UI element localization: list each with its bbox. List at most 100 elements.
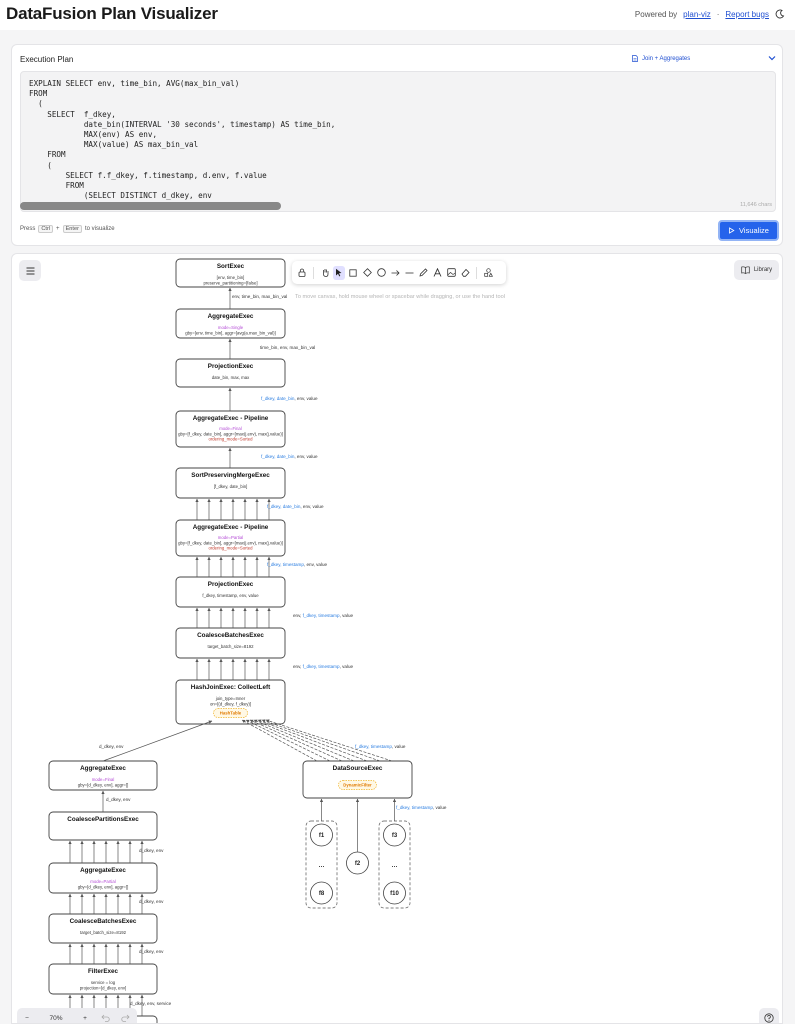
undo-icon[interactable] bbox=[95, 1014, 115, 1022]
edge-label: f_dkey, date_bin, env, value bbox=[261, 396, 318, 401]
preset-selector[interactable]: Join + Aggregates bbox=[632, 55, 690, 62]
edge-label: f_dkey, timestamp, value bbox=[355, 744, 406, 749]
main-menu-button[interactable] bbox=[19, 260, 41, 281]
horizontal-scrollbar[interactable] bbox=[20, 202, 281, 210]
node-detail: target_batch_size=8192 bbox=[80, 930, 127, 935]
edge-label: env, time_bin, max_bin_val bbox=[232, 294, 287, 299]
file-node bbox=[383, 823, 406, 847]
node-title: AggregateExec - Pipeline bbox=[193, 524, 269, 531]
app-title: DataFusion Plan Visualizer bbox=[6, 4, 218, 23]
hand-icon[interactable] bbox=[319, 266, 331, 280]
node-title: AggregateExec bbox=[80, 867, 126, 874]
node-detail: f_dkey, timestamp, env, value bbox=[202, 593, 259, 598]
chevron-down-icon[interactable] bbox=[767, 53, 777, 63]
visualize-label: Visualize bbox=[739, 226, 769, 235]
plan-node bbox=[175, 467, 286, 499]
node-detail: gby=[f_dkey, date_bin], aggr=[max(j.env)… bbox=[178, 540, 283, 545]
preset-label: Join + Aggregates bbox=[642, 55, 691, 62]
pencil-icon[interactable] bbox=[417, 266, 429, 280]
visualize-button[interactable]: Visualize bbox=[718, 220, 779, 241]
plan-viz-link[interactable]: plan-viz bbox=[683, 9, 711, 19]
node-detail: join_type=Inner bbox=[215, 696, 246, 701]
node-detail: mode=Partial bbox=[90, 879, 115, 884]
node-detail: mode=Final bbox=[92, 777, 115, 782]
image-icon[interactable] bbox=[445, 266, 457, 280]
file-label: f2 bbox=[355, 861, 361, 867]
canvas-hint: To move canvas, hold mouse wheel or spac… bbox=[295, 294, 505, 300]
node-title: CoalesceBatchesExec bbox=[197, 632, 264, 639]
edge-label: f_dkey, date_bin, env, value bbox=[261, 454, 318, 459]
node-detail: mode=Single bbox=[218, 325, 244, 330]
zoom-controls: − 70% + bbox=[17, 1008, 137, 1023]
shortcut-hint: Press Ctrl + Enter to visualize bbox=[20, 225, 115, 233]
edge-label: d_dkey, env bbox=[106, 797, 131, 802]
header-separator: · bbox=[716, 9, 720, 19]
node-detail: ordering_mode=Sorted bbox=[208, 546, 253, 551]
library-label: Library bbox=[753, 267, 773, 273]
zoom-in-button[interactable]: + bbox=[83, 1014, 87, 1022]
toolbar-divider bbox=[476, 266, 477, 279]
hint-plus: + bbox=[56, 226, 60, 232]
edge-label: f_dkey, timestamp, env, value bbox=[267, 562, 328, 567]
moon-icon[interactable] bbox=[775, 9, 785, 19]
redo-icon[interactable] bbox=[115, 1014, 135, 1022]
lock-icon[interactable] bbox=[296, 266, 308, 280]
file-label: f10 bbox=[390, 891, 399, 897]
plan-diagram: SortExec[env, time_bin]preserve_partitio… bbox=[48, 258, 447, 1023]
help-icon bbox=[764, 1012, 774, 1023]
edge-label: env, f_dkey, timestamp, value bbox=[293, 664, 354, 669]
hint-press: Press bbox=[20, 226, 36, 232]
node-detail: target_batch_size=8192 bbox=[208, 644, 255, 649]
node-title: FilterExec bbox=[88, 968, 119, 975]
file-label: … bbox=[319, 863, 325, 869]
eraser-icon[interactable] bbox=[459, 266, 471, 280]
line-icon[interactable] bbox=[403, 266, 415, 280]
node-detail: [f_dkey, date_bin] bbox=[214, 484, 248, 489]
node-detail: gby=[env, time_bin], aggr=[avg(a.max_bin… bbox=[185, 330, 275, 335]
plan-node bbox=[175, 308, 286, 339]
diamond-icon[interactable] bbox=[361, 266, 373, 280]
plan-node bbox=[48, 963, 158, 995]
plan-node bbox=[175, 519, 286, 557]
file-label: f8 bbox=[319, 891, 325, 897]
node-title: HashJoinExec: CollectLeft bbox=[191, 684, 271, 691]
pointer-icon[interactable] bbox=[333, 265, 345, 280]
edge-arrow bbox=[241, 719, 318, 762]
zoom-level[interactable]: 70% bbox=[49, 1014, 63, 1022]
file-label: … bbox=[392, 863, 398, 869]
shapes-icon[interactable] bbox=[482, 266, 494, 280]
hamburger-icon bbox=[26, 267, 34, 274]
edge-label: f_dkey, timestamp, value bbox=[396, 805, 447, 810]
node-detail: on=[(d_dkey, f_dkey)] bbox=[210, 701, 251, 706]
file-node bbox=[383, 881, 406, 905]
report-bugs-link[interactable]: Report bugs bbox=[725, 9, 769, 19]
help-button[interactable] bbox=[759, 1008, 779, 1023]
plan-node bbox=[175, 410, 286, 448]
node-title: ProjectionExec bbox=[208, 581, 254, 588]
edge-label: d_dkey, env bbox=[99, 744, 124, 749]
node-title: AggregateExec bbox=[208, 313, 254, 320]
node-detail: gby=[d_dkey, env], aggr=[] bbox=[78, 782, 129, 787]
rectangle-icon[interactable] bbox=[347, 266, 359, 280]
edge-label: d_dkey, env bbox=[139, 949, 164, 954]
plan-node bbox=[48, 862, 158, 894]
node-detail: date_bin, max, max bbox=[212, 375, 250, 380]
arrow-icon[interactable] bbox=[389, 266, 401, 280]
edge-arrow bbox=[102, 720, 213, 762]
library-button[interactable]: Library bbox=[734, 260, 779, 280]
node-title: ProjectionExec bbox=[208, 363, 254, 370]
plan-textarea[interactable]: EXPLAIN SELECT env, time_bin, AVG(max_bi… bbox=[20, 71, 776, 212]
play-icon bbox=[729, 227, 735, 234]
toolbar-divider bbox=[313, 266, 314, 279]
node-detail: mode=Final bbox=[219, 426, 242, 431]
node-title: CoalesceBatchesExec bbox=[70, 918, 137, 925]
node-title: AggregateExec bbox=[80, 765, 126, 772]
file-label: f1 bbox=[319, 833, 325, 839]
node-detail: gby=[d_dkey, env], aggr=[] bbox=[78, 884, 129, 889]
node-title: SortExec bbox=[217, 263, 245, 270]
zoom-out-button[interactable]: − bbox=[25, 1014, 29, 1022]
plan-node bbox=[175, 576, 286, 608]
text-tool-icon[interactable] bbox=[431, 266, 443, 280]
diagram-canvas[interactable]: SortExec[env, time_bin]preserve_partitio… bbox=[11, 253, 783, 1024]
ellipse-icon[interactable] bbox=[375, 266, 387, 280]
